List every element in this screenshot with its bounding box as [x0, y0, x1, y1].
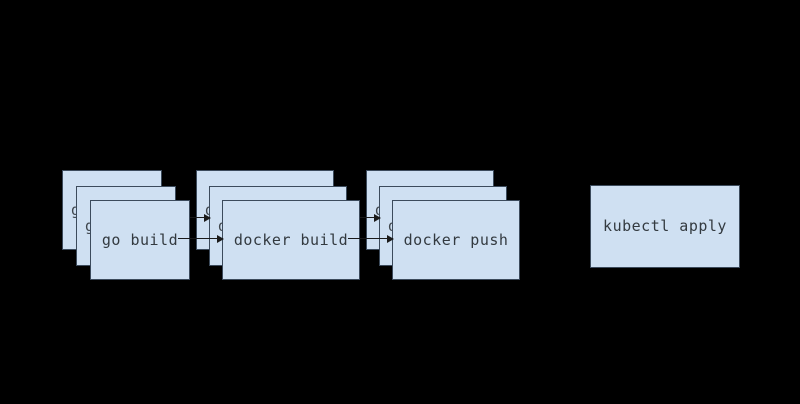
stage-docker-push-label: docker push: [403, 230, 509, 249]
node-kubectl-apply[interactable]: kubectl apply: [590, 185, 740, 268]
arrow-docker-build-to-docker-push-mid: [360, 213, 381, 222]
arrow-head-icon: [217, 234, 224, 243]
stage-docker-build-label: docker build: [233, 230, 349, 249]
arrow-line: [178, 238, 223, 239]
arrow-head-icon: [204, 213, 211, 222]
arrow-go-build-to-docker-build-mid: [190, 213, 211, 222]
node-kubectl-apply-label: kubectl apply: [603, 217, 727, 235]
arrow-line: [360, 217, 380, 218]
stage-go-build-card-front[interactable]: go build: [90, 200, 190, 280]
arrow-head-icon: [387, 234, 394, 243]
arrow-head-icon: [374, 213, 381, 222]
arrow-line: [190, 217, 210, 218]
stage-go-build-label: go build: [101, 230, 179, 249]
stage-docker-push-card-front[interactable]: docker push: [392, 200, 520, 280]
stage-docker-build-card-front[interactable]: docker build: [222, 200, 360, 280]
arrow-docker-build-to-docker-push-front: [348, 234, 394, 243]
arrow-line: [348, 238, 393, 239]
arrow-go-build-to-docker-build-front: [178, 234, 224, 243]
